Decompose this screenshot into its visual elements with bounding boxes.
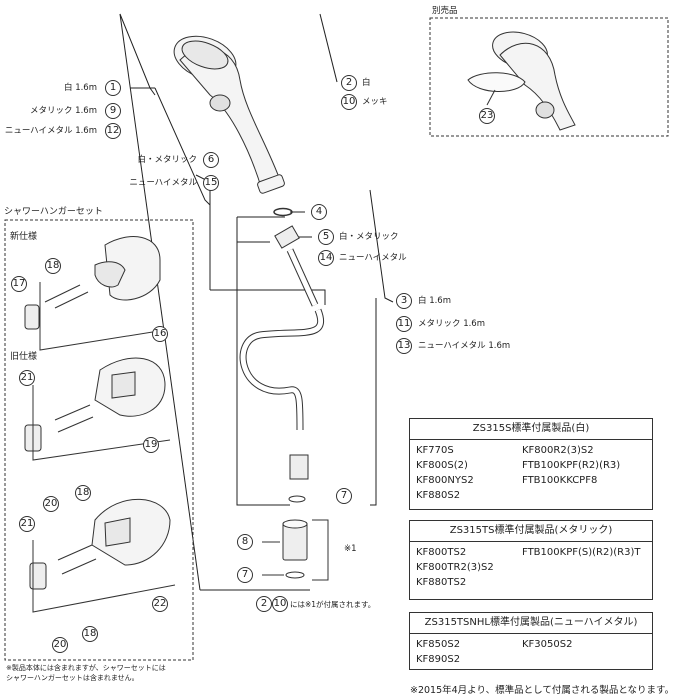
table-new-heimetal: ZS315TSNHL標準付属製品(ニューハイメタル) KF850S2 KF890… xyxy=(409,612,653,670)
adapter-note-mark: ※1 xyxy=(344,544,357,554)
part-number-12: 12 xyxy=(105,123,121,139)
part-number-16: 16 xyxy=(152,326,168,342)
part-number-3: 3 xyxy=(396,293,412,309)
old-model-label: 旧仕様 xyxy=(10,352,38,362)
hose-illustration xyxy=(239,207,325,503)
part-number-11: 11 xyxy=(396,316,412,332)
label-metallic-1.6m: メタリック 1.6m xyxy=(29,106,97,116)
hanger-footnote-line2: シャワーハンガーセットは含まれません。 xyxy=(6,674,139,682)
label-hose-metallic-1.6m: メタリック 1.6m xyxy=(418,319,486,329)
label-new-heimetal-1.6m: ニューハイメタル 1.6m xyxy=(4,126,97,136)
part-number-7: 7 xyxy=(336,488,352,504)
sold-separately-label: 別売品 xyxy=(432,6,458,16)
label-head-plated: メッキ xyxy=(362,97,388,107)
part-number-18: 18 xyxy=(82,626,98,642)
table-metallic: ZS315TS標準付属製品(メタリック) KF800TS2 KF800TR2(3… xyxy=(409,520,653,600)
label-hose-white-1.6m: 白 1.6m xyxy=(418,296,451,306)
label-hose-new-heimetal: ニューハイメタル xyxy=(339,253,407,263)
table-cell: FTB100KPF(S)(R2)(R3)T xyxy=(522,547,641,558)
label-new-heimetal-15: ニューハイメタル xyxy=(129,178,197,188)
label-white-1.6m: 白 1.6m xyxy=(64,83,97,93)
table-cell: KF800TS2 xyxy=(416,547,467,558)
table-cell: KF800NYS2 xyxy=(416,475,474,486)
leader-line xyxy=(369,189,394,303)
leader-line xyxy=(210,289,326,305)
part-number-18: 18 xyxy=(45,258,61,274)
part-number-10: 10 xyxy=(341,94,357,110)
part-number-6: 6 xyxy=(203,152,219,168)
table-new-heimetal-title: ZS315TSNHL標準付属製品(ニューハイメタル) xyxy=(410,613,652,634)
part-number-20: 20 xyxy=(43,496,59,512)
lower-hanger-illustration xyxy=(29,498,171,590)
hanger-set-title: シャワーハンガーセット xyxy=(4,207,103,217)
adapter-note-text: には※1が付属されます。 xyxy=(290,600,376,609)
leader-line xyxy=(370,298,377,506)
part-number-15: 15 xyxy=(203,175,219,191)
table-cell: KF880S2 xyxy=(416,490,461,501)
leader-line xyxy=(236,217,290,506)
hanger-footnote-line1: ※製品本体には含まれますが、シャワーセットには xyxy=(6,664,166,672)
table-cell: FTB100KPF(R2)(R3) xyxy=(522,460,621,471)
leader-line xyxy=(195,174,211,290)
old-hanger-illustration xyxy=(24,357,166,452)
table-cell: FTB100KKCPF8 xyxy=(522,475,598,486)
table-cell: KF800TR2(3)S2 xyxy=(416,562,494,573)
table-cell: KF770S xyxy=(416,445,454,456)
part-number-9: 9 xyxy=(105,103,121,119)
part-number-23: 23 xyxy=(479,108,495,124)
label-white-metallic-6: 白・メタリック xyxy=(137,155,197,165)
label-hose-white-metallic: 白・メタリック xyxy=(339,232,399,242)
part-number-5: 5 xyxy=(318,229,334,245)
shower-head-illustration xyxy=(173,35,285,194)
table-cell: KF890S2 xyxy=(416,654,461,665)
part-number-10: 10 xyxy=(272,596,288,612)
part-number-20: 20 xyxy=(52,637,68,653)
bottom-note: ※2015年4月より、標準品として付属される製品となります。 xyxy=(410,685,675,696)
part-number-21: 21 xyxy=(19,370,35,386)
table-cell: KF850S2 xyxy=(416,639,461,650)
leader-line xyxy=(154,87,211,206)
new-hanger-illustration xyxy=(24,236,161,330)
part-number-4: 4 xyxy=(311,204,327,220)
table-white: ZS315S標準付属製品(白) KF770S KF800S(2) KF800NY… xyxy=(409,418,653,510)
table-cell: KF800R2(3)S2 xyxy=(522,445,594,456)
table-white-title: ZS315S標準付属製品(白) xyxy=(410,419,652,440)
label-head-white: 白 xyxy=(362,78,371,88)
part-number-2: 2 xyxy=(256,596,272,612)
part-number-2: 2 xyxy=(341,75,357,91)
part-number-7: 7 xyxy=(237,567,253,583)
table-cell: KF3050S2 xyxy=(522,639,573,650)
part-number-22: 22 xyxy=(152,596,168,612)
sold-separately-box xyxy=(429,17,669,137)
leader-line xyxy=(119,13,201,591)
table-metallic-title: ZS315TS標準付属製品(メタリック) xyxy=(410,521,652,542)
part-number-8: 8 xyxy=(237,534,253,550)
leader-line xyxy=(319,13,338,83)
table-cell: KF800S(2) xyxy=(416,460,468,471)
part-number-1: 1 xyxy=(105,80,121,96)
part-number-13: 13 xyxy=(396,338,412,354)
part-number-14: 14 xyxy=(318,250,334,266)
hanger-set-box xyxy=(4,219,194,661)
part-number-17: 17 xyxy=(11,276,27,292)
part-number-21: 21 xyxy=(19,516,35,532)
part-number-19: 19 xyxy=(143,437,159,453)
label-hose-new-heimetal-1.6m: ニューハイメタル 1.6m xyxy=(418,341,511,351)
table-cell: KF880TS2 xyxy=(416,577,467,588)
part-number-18: 18 xyxy=(75,485,91,501)
new-model-label: 新仕様 xyxy=(10,232,38,242)
sold-separately-shower-head xyxy=(467,31,576,131)
adapter-illustration xyxy=(282,519,308,579)
